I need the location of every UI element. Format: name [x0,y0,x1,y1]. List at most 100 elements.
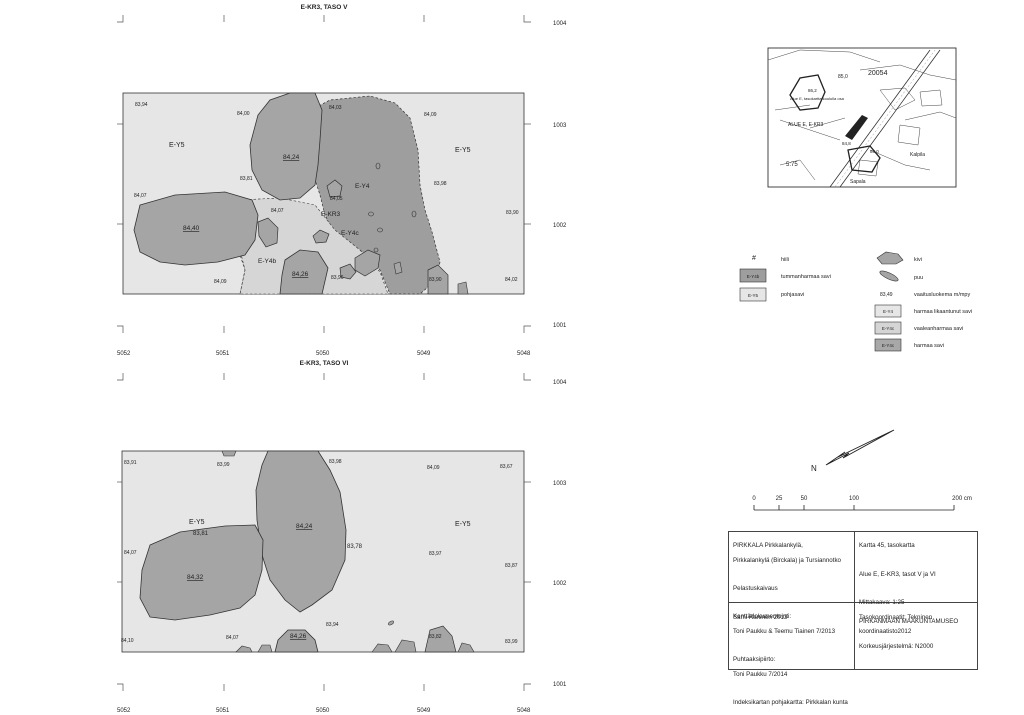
legend-harmaa-code: E-Y4c [882,343,895,348]
legend: # hiili E-Y4b tummanharmaa savi E-Y5 poh… [739,251,972,352]
plan-v-stone-small-g [427,264,449,295]
legend-tummanharmaa-swatch [739,268,767,283]
plan-v-east-5052: 5052 [117,351,131,357]
plan-v-level: 84,02 [505,277,518,283]
legend-kivi-label: kivi [914,257,922,263]
legend-harmaa-swatch [874,338,902,352]
scale-bar: 0 25 50 100 200 cm [752,496,972,511]
plan-v-east-5049: 5049 [417,351,431,357]
legend-kivi-swatch [876,251,904,265]
plan-v-zone-label: E-KR3 [321,211,341,218]
plan-vi-level: 83,87 [505,563,518,569]
plan-v-level: 84,09 [424,112,437,118]
plan-vi-stone-bottom-d [424,625,457,653]
map-line: Alue E, E-KR3, tasot V ja VI [859,570,936,578]
plan-v-zone-label: E-Y4 [355,183,370,190]
map-line: Kartta 45, tasokartta [859,542,915,550]
plan-v-grid-ticks [117,15,531,333]
plan-v-level: 83,98 [434,181,447,187]
plan-v-zone-label: E-Y4c [341,230,359,237]
plan-vi-level: 83,82 [429,634,442,640]
plan-v-north-1004: 1004 [553,21,567,27]
plan-vi-north-1004: 1004 [553,380,567,386]
legend-vaalean-label: vaaleanharmaa savi [914,326,963,332]
plan-taso-vi: E-KR3, TASO VI 1004 1003 1002 1001 5052 … [117,360,567,714]
plan-v-charcoal-4 [377,227,383,233]
plan-vi-level: 83,97 [429,551,442,557]
plan-v-level: 83,90 [429,277,442,283]
plan-vi-level: 84,07 [226,635,239,641]
museum-name: PIRKANMAAN MAAKUNTAMUSEO [859,618,959,626]
plan-vi-north-1001: 1001 [553,682,567,688]
plan-vi-stone-84-32 [139,524,264,621]
index-map-label: Sapala [850,179,866,185]
legend-pohjasavi-label: pohjasavi [781,292,804,298]
plan-v-north-1001: 1001 [553,323,567,329]
doc-line: Kenttädokumentointi: [733,613,792,621]
plan-v-stone-small-d [354,249,381,277]
index-map-label: Alue E, tasokartta koululla osa [790,96,845,101]
plan-vi-stone-label: 84,32 [187,574,204,581]
plan-v-stone-small-a [257,217,279,248]
title-block-documentation: Kenttädokumentointi: Toni Paukku & Teemu… [729,603,855,706]
legend-hiili-label: hiili [781,257,789,263]
plan-vi-wood [387,620,395,626]
plan-vi-east-5048: 5048 [517,708,531,714]
north-arrow-label: N [811,464,817,473]
plan-vi-level: 83,94 [326,622,339,628]
plan-v-east-5051: 5051 [216,351,230,357]
plan-vi-level: 83,91 [124,460,137,466]
plan-vi-stone-label: 84,26 [290,633,307,640]
plan-vi-level: 83,78 [347,544,363,550]
plan-taso-v: E-KR3, TASO V 1004 1003 1002 1001 5052 5… [117,4,567,357]
plan-v-level: 84,03 [329,105,342,111]
scale-tick-label: 50 [801,496,808,502]
plan-vi-title: E-KR3, TASO VI [300,360,349,367]
title-block: PIRKKALA Pirkkalankylä, Pirkkalankylä (B… [728,531,978,706]
title-block-project: PIRKKALA Pirkkalankylä, Pirkkalankylä (B… [729,532,855,621]
plan-v-stone-label: 84,40 [183,225,200,232]
plan-v-charcoal-1 [375,162,381,170]
plan-vi-zone-label: E-Y5 [455,521,471,528]
plan-v-stone-84-26 [279,249,329,295]
plan-vi-stone-bottom-c [394,639,417,653]
scale-tick-label: 0 [752,496,756,502]
plan-v-zone-label: E-Y5 [169,142,185,149]
plan-vi-north-1003: 1003 [553,481,567,487]
plan-v-level: 84,05 [330,196,343,202]
plan-vi-stone-84-26 [274,629,319,653]
legend-tummanharmaa-code: E-Y4b [747,274,760,279]
doc-line: Toni Paukku & Teemu Tiainen 7/2013 [733,628,836,636]
doc-line: Indeksikartan pohjakartta: Pirkkalan kun… [733,699,848,707]
plan-v-stone-small-f [393,261,403,275]
plan-v-stone-small-c [312,229,330,244]
map-line: Tasokoordinaatit: Tekninen [859,613,933,621]
legend-puu-label: puu [914,275,923,281]
project-line: PIRKKALA Pirkkalankylä, [733,542,803,550]
scale-tick-label: 200 cm [952,496,972,502]
plan-v-east-5050: 5050 [316,351,330,357]
legend-pohjasavi-code: E-Y5 [748,293,759,298]
plan-v-level: 83,81 [240,176,253,182]
title-block-museum: PIRKANMAAN MAAKUNTAMUSEO [855,603,977,669]
plan-v-stone-small-h [457,281,469,295]
map-line: Mittakaava: 1:25 [859,598,905,606]
index-map-label: 5:75 [786,162,798,168]
plan-v-stone-84-24 [249,92,323,201]
plan-v-zone-label: E-Y4b [258,258,276,265]
plan-v-level: 83,90 [506,210,519,216]
plan-vi-grid-ticks [117,373,531,691]
north-arrow: N [811,429,895,473]
index-map-label: ALUE E, E-KR3 [788,122,824,128]
plan-vi-east-5052: 5052 [117,708,131,714]
map-line: koordinaatisto2012 [859,628,912,636]
index-map-label: 86,2 [808,88,817,93]
legend-harmaa-lik-swatch [874,304,902,318]
legend-hiili-symbol: # [752,255,756,262]
plan-vi-stone-label: 84,24 [296,523,313,530]
plan-vi-stone-top [221,450,237,457]
legend-tummanharmaa-label: tummanharmaa savi [781,274,831,280]
plan-v-stone-small-e [339,263,357,280]
legend-vaalean-swatch [874,321,902,335]
plan-vi-stone-bottom-e [457,642,475,653]
